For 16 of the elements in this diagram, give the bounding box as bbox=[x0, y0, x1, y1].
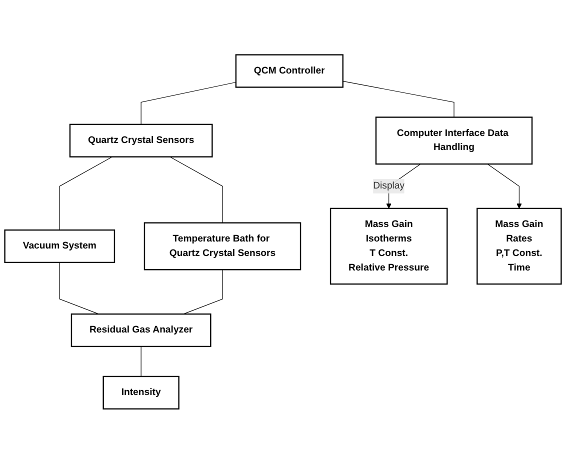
node-box: Vacuum System bbox=[4, 229, 116, 263]
node-box: Mass Gain Isotherms T Const. Relative Pressure bbox=[330, 208, 448, 284]
node-box: Computer Interface Data Handling bbox=[375, 116, 533, 164]
edge-label: Display bbox=[373, 180, 405, 191]
node-box: Intensity bbox=[102, 376, 180, 410]
connector bbox=[140, 346, 142, 376]
node-box: Residual Gas Analyzer bbox=[70, 313, 212, 347]
node-box: Quartz Crystal Sensors bbox=[69, 123, 213, 158]
arrow bbox=[487, 163, 522, 208]
connector bbox=[342, 80, 454, 118]
node-box: QCM Controller bbox=[235, 54, 344, 88]
connector bbox=[170, 156, 223, 223]
connector bbox=[140, 82, 236, 124]
node-box: Mass Gain Rates P,T Const. Time bbox=[476, 208, 562, 284]
connector bbox=[59, 156, 112, 230]
node-box: Temperature Bath for Quartz Crystal Sensors bbox=[144, 222, 302, 270]
